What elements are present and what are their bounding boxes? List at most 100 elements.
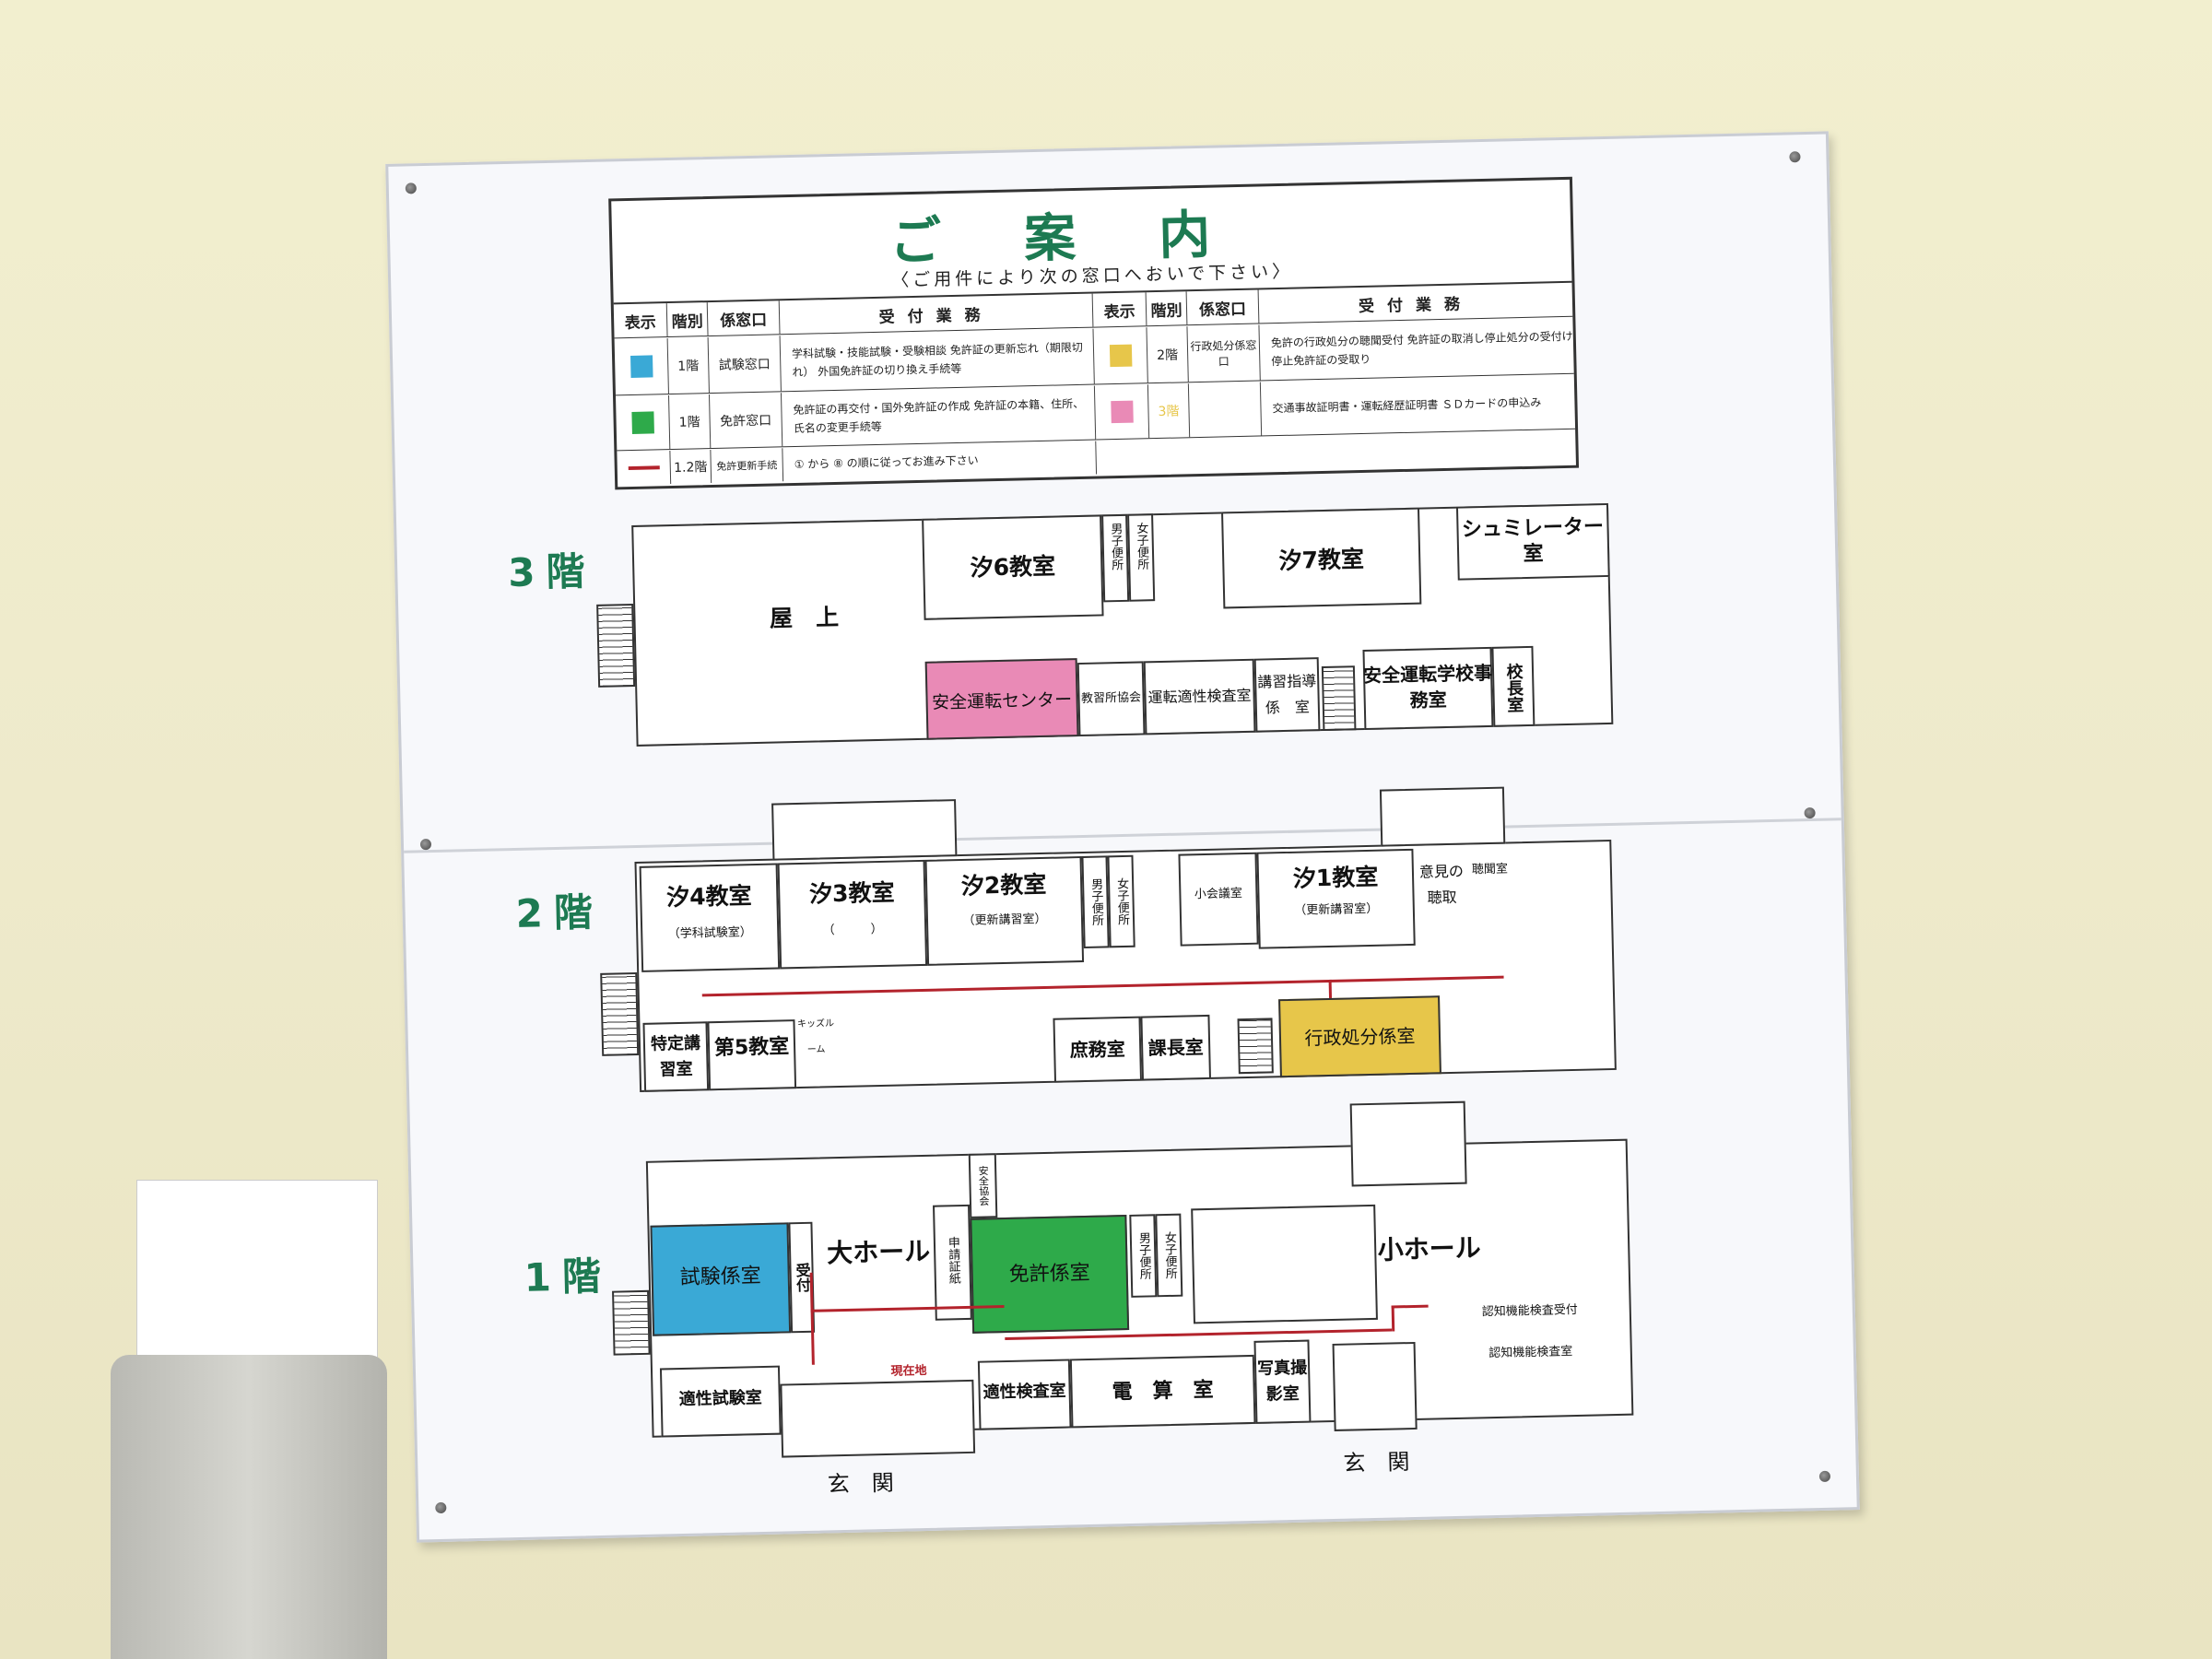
- floor-1-annex: [1349, 1100, 1467, 1187]
- row-floor: 1階: [667, 337, 710, 394]
- room-c5: 第5教室: [713, 1035, 790, 1061]
- row-window: 免許更新手続: [711, 448, 784, 484]
- room-safety-center-label: 安全運転センター: [931, 689, 1073, 713]
- room-big-blank: [1191, 1204, 1378, 1324]
- room-iken: 意見の聴取: [1418, 862, 1465, 907]
- row-floor: 2階: [1147, 326, 1189, 383]
- guide-board: ご案内 〈ご用件により次の窓口へおいで下さい〉 表示 階別 係窓口 受付業務 表…: [385, 131, 1860, 1543]
- row-window: 免許窓口: [709, 393, 783, 449]
- room-kids: キッズルーム: [796, 1018, 835, 1055]
- blue-swatch: [629, 355, 653, 378]
- room-sim: シュミレーター室: [1461, 515, 1605, 567]
- floor-2-annex: [1379, 786, 1506, 847]
- floor-1-label: 1階: [524, 1253, 613, 1300]
- header-business: 受付業務: [1358, 294, 1474, 316]
- header-window: 係窓口: [707, 300, 781, 336]
- room-toilet-m-label: 男子便所: [1088, 877, 1104, 926]
- room-c7: 汐7教室: [1278, 545, 1365, 575]
- stair-icon: [1321, 665, 1357, 732]
- room-tokutei-label: 特定講習室: [650, 1032, 701, 1079]
- header-floor: 階別: [1146, 291, 1188, 326]
- room-tekisei-kensa: 適性検査室: [982, 1381, 1066, 1403]
- bolt: [419, 839, 432, 851]
- bolt: [405, 182, 417, 194]
- pink-swatch: [1110, 400, 1134, 424]
- room-toilet-f-label: 女子便所: [1114, 877, 1130, 926]
- room-menkyo-label: 免許係室: [1008, 1261, 1091, 1287]
- sanitizer-dispenser: [111, 1355, 387, 1659]
- entrance-label: 玄 関: [827, 1469, 895, 1498]
- room-toilet-m-label: 男子便所: [1108, 522, 1124, 571]
- entrance-label-2: 玄 関: [1343, 1449, 1410, 1477]
- row-business: ① から ⑧ の順に従ってお進み下さい: [782, 441, 1098, 482]
- row-business: 交通事故証明書・運転経歴証明書 ＳＤカードの申込み: [1272, 395, 1542, 416]
- room-c4-sub: （学科試験室）: [667, 925, 752, 942]
- stair-icon: [612, 1289, 651, 1356]
- stair-icon: [1237, 1018, 1274, 1075]
- room-toilet-f-label: 女子便所: [1161, 1230, 1177, 1280]
- room-shinsei-label: 申請証紙: [945, 1236, 960, 1285]
- room-shashin: 写真撮影室: [1256, 1358, 1308, 1405]
- row-floor: 1階: [669, 394, 712, 450]
- stair-icon: [596, 603, 636, 688]
- header-display: 表示: [1092, 292, 1147, 327]
- room-c3: 汐3教室: [808, 878, 895, 908]
- room-c1-sub: （更新講習室）: [1294, 901, 1379, 918]
- route-line-swatch: [628, 465, 660, 471]
- room-densan: 電 算 室: [1112, 1378, 1214, 1404]
- row-window: 試験窓口: [708, 335, 782, 394]
- room-small-hall: 小ホール: [1377, 1232, 1482, 1265]
- row-floor: 1.2階: [670, 450, 712, 485]
- entrance-right-wall: [1332, 1341, 1418, 1431]
- legend-panel: ご案内 〈ご用件により次の窓口へおいで下さい〉 表示 階別 係窓口 受付業務 表…: [608, 176, 1580, 490]
- room-small-conf-label: 小会議室: [1194, 887, 1243, 902]
- row-window: 行政処分係窓口: [1187, 324, 1261, 382]
- green-swatch: [630, 411, 654, 434]
- floor-2-annex: [771, 799, 958, 861]
- room-tekisei-label: 運転適性検査室: [1147, 686, 1252, 707]
- header-business: 受付業務: [779, 293, 1094, 335]
- route-line: [1391, 1305, 1395, 1332]
- room-c6: 汐6教室: [970, 552, 1056, 582]
- room-okujo: 屋 上: [769, 603, 840, 632]
- bolt: [1804, 806, 1816, 819]
- alcohol-stand-poster: [136, 1180, 378, 1366]
- room-kacho: 課長室: [1147, 1036, 1204, 1060]
- room-hall: 大ホール: [826, 1235, 931, 1269]
- header-window: 係窓口: [1186, 289, 1260, 325]
- floor-3-label: 3階: [507, 547, 597, 596]
- room-tekisei-shiken: 適性試験室: [678, 1388, 762, 1410]
- header-display: 表示: [613, 303, 668, 338]
- room-c2: 汐2教室: [960, 870, 1047, 900]
- room-toilet-m-label: 男子便所: [1135, 1231, 1151, 1280]
- row-business: 学科試験・技能試験・受験相談 免許証の更新忘れ（期限切れ） 外国免許証の切り換え…: [780, 328, 1095, 392]
- room-toilet-f-label: 女子便所: [1134, 522, 1149, 571]
- room-jimu-label: 安全運転学校事務室: [1362, 661, 1493, 712]
- header-floor: 階別: [666, 302, 709, 337]
- room-ninchi-uke: 認知機能検査受付: [1481, 1302, 1578, 1320]
- row-floor: 3階: [1147, 383, 1191, 439]
- stair-icon: [600, 971, 640, 1056]
- room-kocho-label: 校長室: [1503, 662, 1524, 713]
- room-c4: 汐4教室: [665, 882, 752, 912]
- room-koshu-label: 講習指導係 室: [1256, 672, 1317, 717]
- room-shomu: 庶務室: [1069, 1038, 1125, 1062]
- room-c3-sub: （ ）: [822, 922, 883, 938]
- current-location-label: 現在地: [890, 1363, 927, 1379]
- room-shiken-label: 試験係室: [679, 1264, 761, 1289]
- bolt: [1789, 151, 1801, 163]
- yellow-swatch: [1109, 344, 1132, 368]
- panel-seam: [404, 818, 1841, 853]
- room-c1: 汐1教室: [1292, 863, 1379, 892]
- entrance-left-wall: [780, 1379, 976, 1458]
- room-c2-sub: （更新講習室）: [962, 912, 1047, 928]
- room-ninchi: 認知機能検査室: [1488, 1345, 1573, 1361]
- room-kyoshu-label: 教習所協会: [1080, 690, 1142, 706]
- room-gyosei-label: 行政処分係室: [1304, 1024, 1416, 1050]
- floor-2-label: 2階: [515, 888, 605, 936]
- bolt: [1818, 1470, 1831, 1483]
- room-anzen-label: 安全協会: [977, 1165, 991, 1206]
- room-chomon: 聴聞室: [1471, 862, 1509, 877]
- row-business: 免許証の再交付・国外免許証の作成 免許証の本籍、住所、氏名の変更手続等: [781, 385, 1097, 447]
- row-business: 免許の行政処分の聴聞受付 免許証の取消し停止処分の受付け 停止免許証の受取り: [1270, 329, 1573, 369]
